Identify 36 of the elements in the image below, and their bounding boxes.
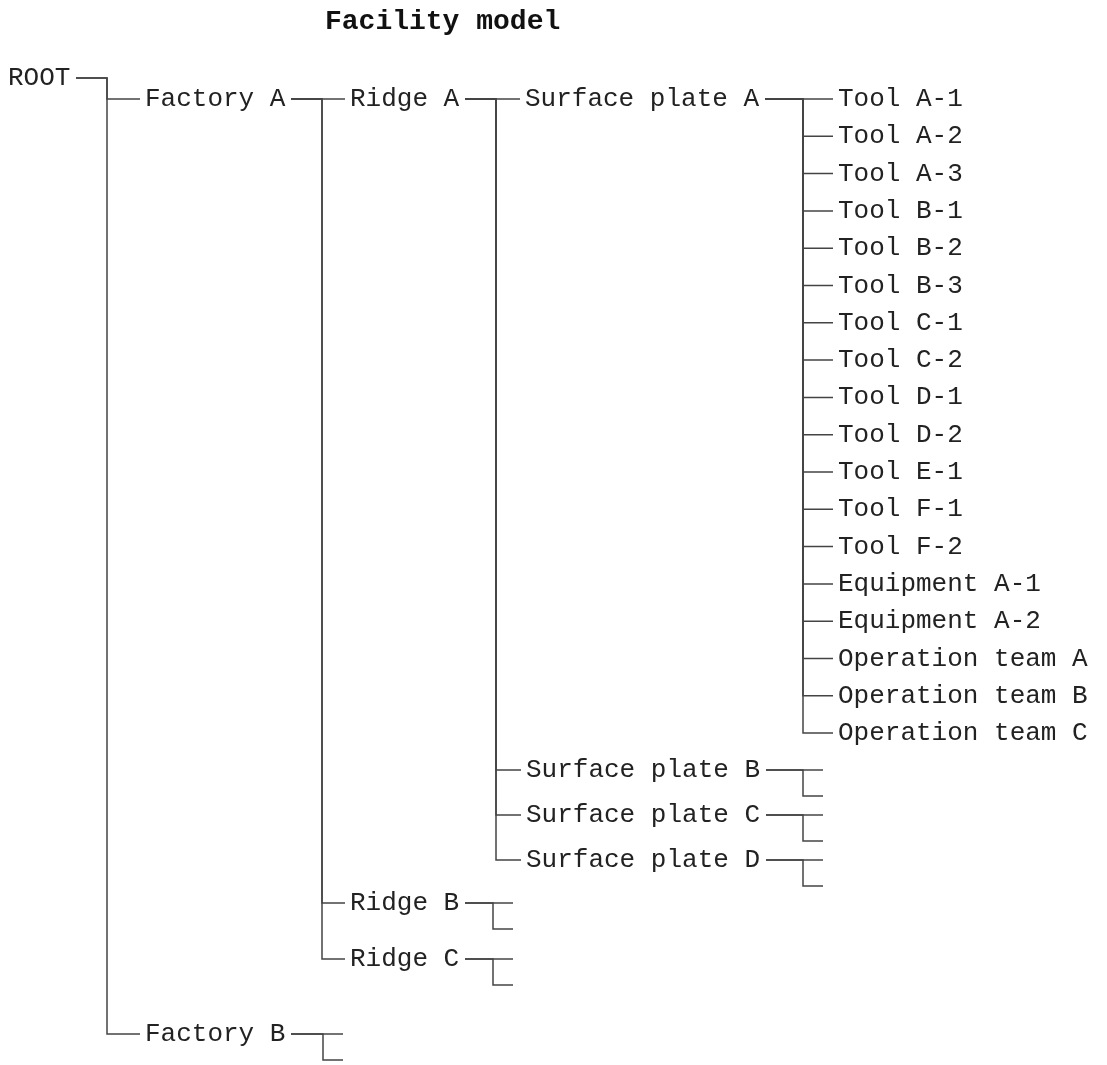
tree-node-label: Surface plate A — [525, 87, 760, 111]
tree-node-label: ROOT — [8, 66, 71, 90]
tree-connector — [765, 814, 824, 842]
tree-node-label: Tool A-1 — [838, 87, 963, 111]
tree-node-label: Ridge A — [350, 87, 460, 111]
tree-node-label: Tool B-3 — [838, 273, 963, 298]
tree-connector — [765, 769, 824, 797]
tree-connector — [290, 1033, 344, 1061]
tree-node-label: Tool E-1 — [838, 460, 963, 484]
tree-node-label: Factory A — [145, 87, 286, 111]
tree-node-label: Tool F-2 — [838, 534, 963, 559]
tree-connector — [75, 77, 141, 1035]
tree-node-label: Surface plate D — [526, 848, 761, 872]
tree-node-label: Tool D-1 — [838, 385, 963, 410]
tree-node-label: Factory B — [145, 1022, 286, 1046]
tree-node-label: Tool B-2 — [838, 236, 963, 261]
tree-node-label: Tool F-1 — [838, 497, 963, 522]
tree-node-label: Surface plate B — [526, 758, 761, 782]
diagram-title: Facility model — [325, 6, 561, 38]
tree-node-label: Ridge B — [350, 891, 460, 915]
tree-node-label: Tool C-1 — [838, 310, 963, 335]
tree-node-label: Equipment A-1 — [838, 571, 1041, 596]
tree-node-label: Tool B-1 — [838, 198, 963, 223]
tree-node-label: Ridge C — [350, 947, 460, 971]
tree-connector — [464, 902, 514, 930]
tree-connector — [765, 859, 824, 887]
tree-node-label: Surface plate C — [526, 803, 761, 827]
tree-node-label: Equipment A-2 — [838, 609, 1041, 634]
tree-node-label: Operation team B — [838, 683, 1088, 708]
tree-node-label: Tool A-3 — [838, 161, 963, 186]
tree-node-label: Tool A-2 — [838, 124, 963, 149]
tree-connector — [464, 958, 514, 986]
tree-node-label: Tool C-2 — [838, 348, 963, 373]
tree-node-label: Operation team C — [838, 721, 1088, 746]
tree-node-label: Operation team A — [838, 646, 1088, 671]
tree-node-label: Tool D-2 — [838, 422, 963, 447]
